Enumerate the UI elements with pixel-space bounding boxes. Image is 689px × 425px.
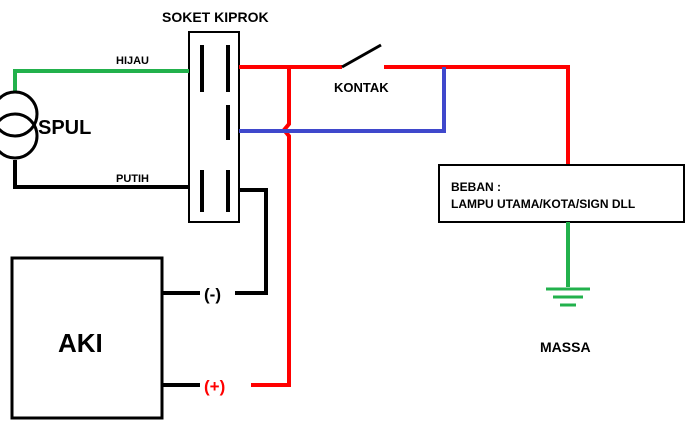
- wire-blue: [239, 67, 446, 133]
- beban-description: LAMPU UTAMA/KOTA/SIGN DLL: [451, 197, 635, 211]
- hijau-label: HIJAU: [116, 55, 149, 67]
- spul-label: SPUL: [38, 117, 91, 139]
- wire-black-putih: [13, 160, 189, 189]
- battery-box: [10, 256, 164, 420]
- switch-contact: [341, 43, 382, 69]
- load-box: [438, 164, 685, 223]
- wire-red-to-load: [384, 65, 570, 165]
- kontak-label: KONTAK: [334, 80, 389, 95]
- neg-terminal-label: (-): [204, 285, 221, 304]
- ground-icon: [546, 287, 590, 307]
- putih-label: PUTIH: [116, 173, 149, 185]
- wire-red-to-battery: [251, 67, 291, 387]
- beban-title: BEBAN :: [451, 180, 501, 194]
- pos-terminal-label: (+): [204, 377, 225, 396]
- spul-coil-icon: [0, 90, 39, 160]
- wire-green-hijau: [13, 69, 189, 92]
- kiprok-socket: [188, 31, 240, 223]
- wire-black-ground: [235, 188, 268, 295]
- socket-label: SOKET KIPROK: [162, 9, 269, 25]
- aki-label: AKI: [58, 328, 103, 358]
- massa-label: MASSA: [540, 339, 591, 355]
